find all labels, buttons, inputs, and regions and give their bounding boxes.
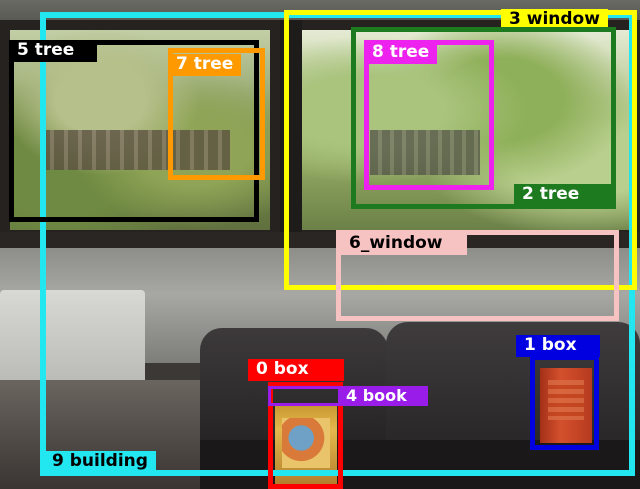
book-red-cover-art bbox=[548, 380, 584, 420]
label-7-tree: 7 tree bbox=[168, 54, 242, 76]
building-facade-right bbox=[370, 130, 480, 175]
label-3-window: 3 window bbox=[501, 9, 608, 31]
label-0-box: 0 box bbox=[248, 359, 344, 381]
label-1-box: 1 box bbox=[516, 335, 600, 357]
label-8-tree: 8 tree bbox=[364, 42, 438, 64]
book-yellow-cover-art bbox=[282, 418, 330, 468]
bbox-7-tree bbox=[168, 48, 265, 180]
bbox-5-tree bbox=[9, 40, 259, 222]
building-facade-left bbox=[40, 130, 230, 170]
label-5-tree: 5 tree bbox=[9, 40, 97, 62]
label-9-building: 9 building bbox=[44, 451, 156, 473]
bbox-2-tree bbox=[351, 27, 616, 209]
window-sill bbox=[0, 232, 640, 248]
bbox-6-window bbox=[336, 230, 619, 321]
label-6-window: 6_window bbox=[341, 233, 467, 255]
bbox-1-box bbox=[530, 355, 599, 450]
bbox-0-box bbox=[268, 382, 343, 489]
label-2-tree: 2 tree bbox=[514, 184, 616, 206]
label-4-book: 4 book bbox=[338, 386, 428, 406]
bbox-3-window bbox=[284, 10, 637, 290]
